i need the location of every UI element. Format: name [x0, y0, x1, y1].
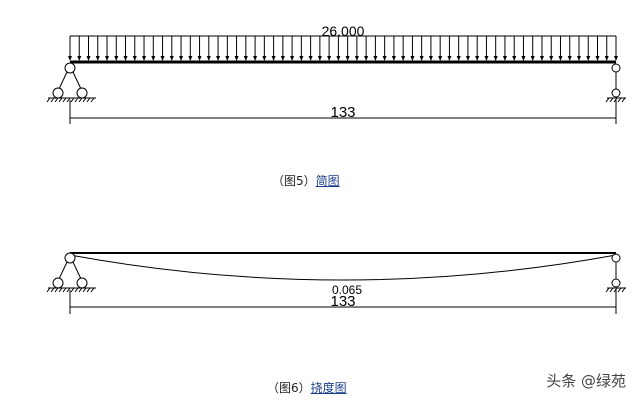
- load-arrow: [95, 36, 100, 61]
- load-arrow: [410, 36, 415, 61]
- load-arrow: [493, 36, 498, 61]
- load-arrow: [179, 36, 184, 61]
- load-arrow: [86, 36, 91, 61]
- load-arrow: [68, 36, 72, 61]
- load-arrow: [336, 36, 341, 61]
- load-arrow: [456, 36, 461, 61]
- load-label: 26.000: [322, 23, 365, 39]
- load-arrow: [447, 36, 452, 61]
- load-arrow: [169, 36, 174, 61]
- deflection-label: 0.065: [332, 283, 362, 297]
- figure5-caption: （图5）简图: [272, 172, 340, 189]
- left-support-icon: [46, 252, 96, 293]
- load-arrow: [142, 36, 147, 61]
- load-arrow: [132, 36, 137, 61]
- load-arrow: [364, 36, 369, 61]
- load-arrow: [151, 36, 156, 61]
- load-arrow: [475, 36, 480, 61]
- load-arrow: [216, 36, 221, 61]
- load-arrow: [512, 36, 517, 61]
- load-arrow: [586, 36, 591, 61]
- load-arrow: [271, 36, 276, 61]
- load-arrow: [123, 36, 128, 61]
- load-arrow: [502, 36, 507, 61]
- caption-link[interactable]: 挠度图: [310, 381, 347, 395]
- caption-link[interactable]: 简图: [315, 174, 340, 188]
- caption-prefix: （图5）: [272, 174, 316, 188]
- load-arrow: [105, 36, 110, 61]
- figure6-caption: （图6）挠度图: [267, 379, 347, 396]
- load-arrow: [234, 36, 239, 61]
- load-arrow: [262, 36, 267, 61]
- load-arrow: [391, 36, 396, 61]
- watermark: 头条 @绿苑: [546, 372, 626, 390]
- load-arrow: [465, 36, 470, 61]
- simple-beam-diagram: 26.000 133: [46, 23, 626, 124]
- right-support-icon: [605, 63, 626, 103]
- deflection-curve: [69, 254, 617, 281]
- span-label: 133: [330, 104, 355, 121]
- load-arrow: [197, 36, 202, 61]
- caption-prefix: （图6）: [267, 381, 311, 395]
- load-arrow: [280, 36, 285, 61]
- load-arrow: [549, 36, 554, 61]
- load-arrow: [299, 36, 304, 61]
- load-arrow: [160, 36, 165, 61]
- load-arrow: [438, 36, 443, 61]
- load-arrow: [530, 36, 535, 61]
- load-arrow: [206, 36, 211, 61]
- load-arrow: [225, 36, 230, 61]
- load-arrow: [428, 36, 433, 61]
- right-support-icon: [605, 253, 626, 293]
- load-arrow: [373, 36, 378, 61]
- load-arrow: [484, 36, 489, 61]
- load-arrow: [290, 36, 295, 61]
- load-arrow: [243, 36, 248, 61]
- load-arrow: [614, 36, 618, 61]
- load-arrow: [604, 36, 609, 61]
- load-arrow: [317, 36, 322, 61]
- load-arrow: [576, 36, 581, 61]
- load-arrow: [521, 36, 526, 61]
- load-arrow: [595, 36, 600, 61]
- load-arrow: [308, 36, 313, 61]
- deflection-diagram: 0.065 133: [46, 252, 626, 314]
- load-arrow: [539, 36, 544, 61]
- distributed-load-arrows: [68, 36, 618, 61]
- load-arrow: [354, 36, 359, 61]
- load-arrow: [401, 36, 406, 61]
- load-arrow: [382, 36, 387, 61]
- load-arrow: [253, 36, 258, 61]
- load-arrow: [327, 36, 332, 61]
- span-label: 133: [330, 293, 355, 310]
- load-arrow: [567, 36, 572, 61]
- load-arrow: [114, 36, 119, 61]
- load-arrow: [345, 36, 350, 61]
- load-arrow: [419, 36, 424, 61]
- load-arrow: [558, 36, 563, 61]
- load-arrow: [188, 36, 193, 61]
- load-arrow: [77, 36, 82, 61]
- left-support-icon: [46, 62, 96, 103]
